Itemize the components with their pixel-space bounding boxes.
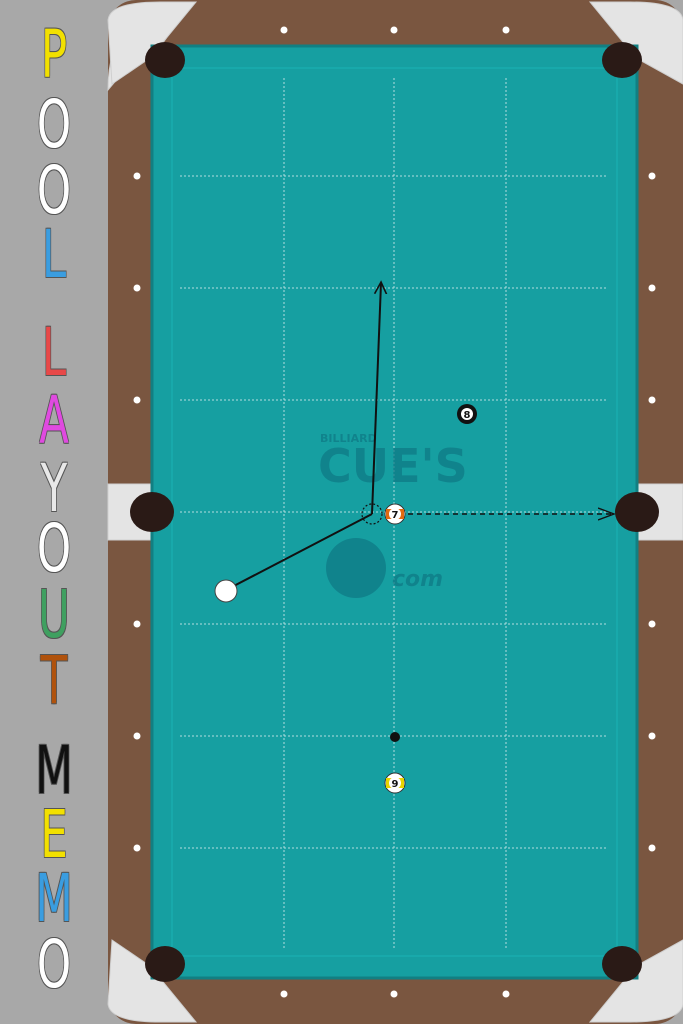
- title-letter-12: E: [40, 796, 68, 873]
- table-grid: [180, 78, 608, 948]
- cue-deflect-arrow: [371, 283, 381, 515]
- watermark-logo-suffix: com: [392, 567, 443, 592]
- pocket-top-right: [602, 42, 642, 78]
- shot-lines: [227, 283, 614, 590]
- title-letter-3: O: [36, 152, 72, 229]
- title-letter-2: O: [36, 86, 72, 163]
- title-letter-8: O: [36, 510, 72, 587]
- ball-9[interactable]: 9: [384, 772, 406, 794]
- title-letter-4: L: [41, 216, 67, 293]
- watermark-small: BILLIARD: [320, 432, 377, 445]
- cue-ball[interactable]: [214, 579, 238, 603]
- title-letter-14: O: [36, 926, 72, 1003]
- title-letter-11: M: [35, 732, 73, 809]
- ball-8-label: 8: [464, 410, 471, 421]
- watermark: BILLIARD CUE'S com: [318, 432, 468, 598]
- ball-7-label: 7: [392, 510, 399, 521]
- foot-spot: [390, 732, 400, 742]
- pocket-middle-right: [615, 492, 659, 532]
- title-letter-1: P: [40, 16, 68, 93]
- ball-9-label: 9: [392, 779, 399, 790]
- watermark-big: CUE'S: [318, 439, 468, 493]
- ball-8[interactable]: 8: [457, 404, 477, 424]
- title-letter-10: T: [40, 642, 68, 719]
- title-letter-7: Y: [40, 450, 68, 527]
- title-letter-5: L: [41, 314, 67, 391]
- rail-diamonds: [133, 26, 656, 998]
- pocket-middle-left: [130, 492, 174, 532]
- pocket-bottom-left: [145, 946, 185, 982]
- title-letter-6: A: [39, 382, 69, 459]
- pockets: [130, 42, 659, 982]
- pocket-bottom-right: [602, 946, 642, 982]
- ghost-ball: [361, 503, 383, 525]
- title-letter-13: M: [35, 860, 73, 937]
- cue-path-line: [227, 513, 373, 590]
- ball-7[interactable]: 7: [384, 503, 406, 525]
- pocket-top-left: [145, 42, 185, 78]
- title-letter-9: U: [38, 576, 70, 653]
